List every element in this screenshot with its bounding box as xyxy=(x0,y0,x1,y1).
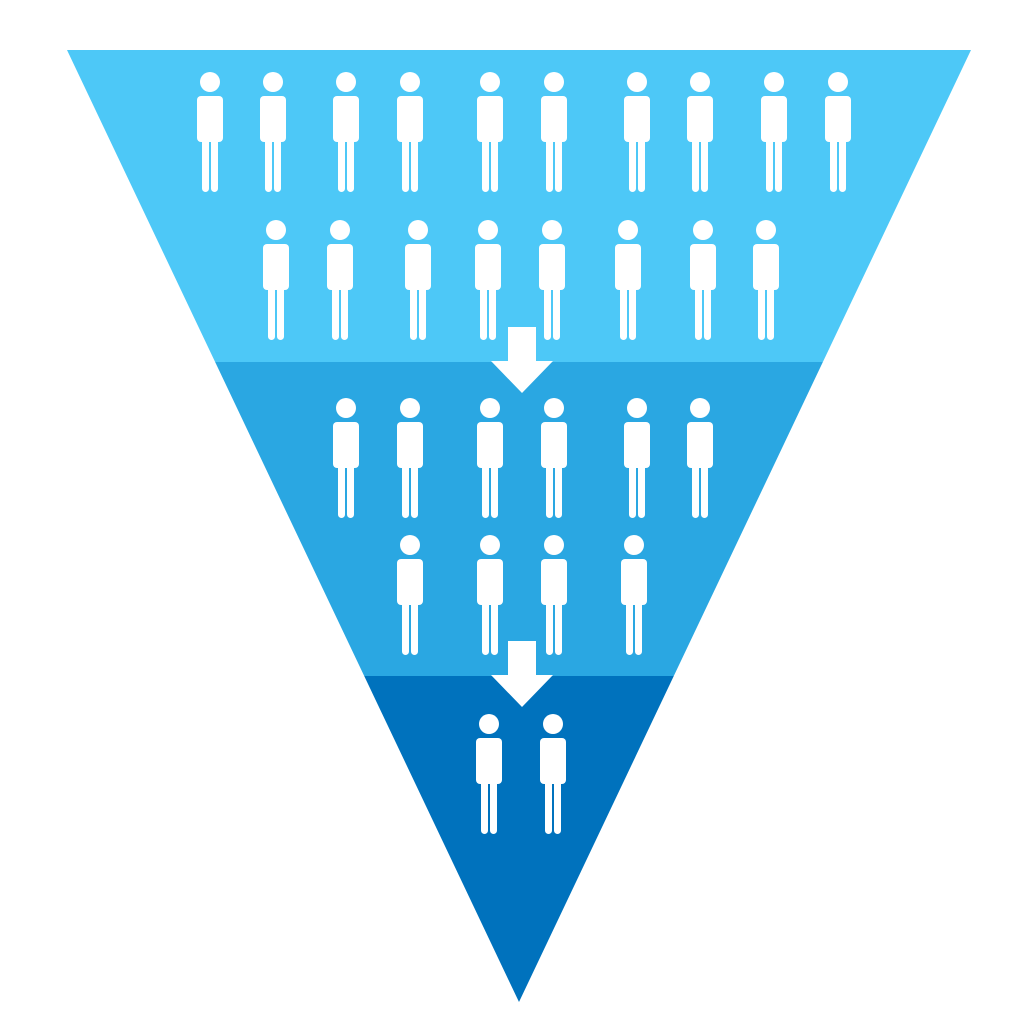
person-icon xyxy=(475,220,501,340)
person-icon xyxy=(621,535,647,655)
person-icon xyxy=(197,72,223,192)
funnel-stage-2 xyxy=(215,362,823,676)
person-icon xyxy=(263,220,289,340)
person-icon xyxy=(476,714,502,834)
person-icon xyxy=(541,398,567,518)
person-icon xyxy=(260,72,286,192)
person-icon xyxy=(333,398,359,518)
person-icon xyxy=(477,535,503,655)
funnel-stage-1 xyxy=(67,50,971,362)
person-icon xyxy=(541,535,567,655)
person-icon xyxy=(477,398,503,518)
person-icon xyxy=(761,72,787,192)
person-icon xyxy=(333,72,359,192)
person-icon xyxy=(327,220,353,340)
person-icon xyxy=(540,714,566,834)
person-icon xyxy=(539,220,565,340)
people-icons xyxy=(197,72,851,834)
person-icon xyxy=(690,220,716,340)
person-icon xyxy=(687,72,713,192)
person-icon xyxy=(615,220,641,340)
down-arrow-icon xyxy=(491,641,553,707)
person-icon xyxy=(687,398,713,518)
person-icon xyxy=(397,398,423,518)
person-icon xyxy=(624,72,650,192)
person-icon xyxy=(397,535,423,655)
arrow-icons xyxy=(491,327,553,707)
person-icon xyxy=(541,72,567,192)
person-icon xyxy=(753,220,779,340)
down-arrow-icon xyxy=(491,327,553,393)
person-icon xyxy=(397,72,423,192)
funnel-stages xyxy=(67,50,971,1002)
person-icon xyxy=(405,220,431,340)
person-icon xyxy=(477,72,503,192)
person-icon xyxy=(624,398,650,518)
person-icon xyxy=(825,72,851,192)
funnel-stage-3 xyxy=(364,676,674,1002)
